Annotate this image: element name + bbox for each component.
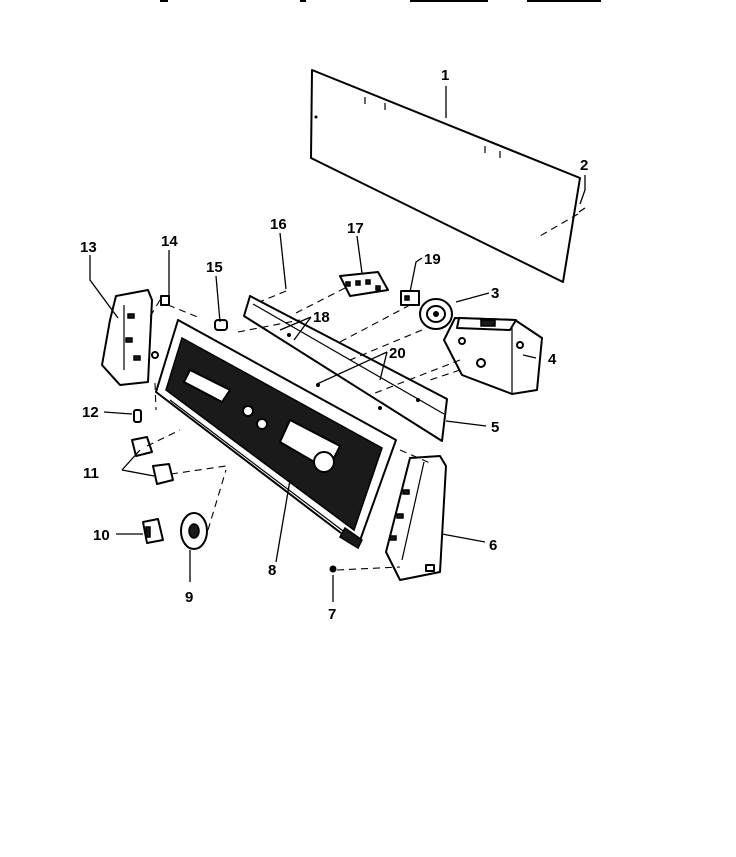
button-part-12	[133, 409, 142, 423]
control-panel	[155, 319, 397, 550]
callout-15: 15	[206, 259, 223, 276]
callout-16: 16	[270, 216, 287, 233]
callout-6: 6	[489, 537, 497, 554]
top-header-fragment	[160, 0, 601, 2]
switch-part-19	[400, 290, 420, 306]
callout-2: 2	[580, 157, 588, 174]
callout-labels: 1 2 3 4 5 6 7 8 9 10 11 12 13 14 15 16 1…	[80, 67, 588, 623]
callout-19: 19	[424, 251, 441, 268]
callout-11: 11	[83, 465, 99, 482]
screws-part-18	[237, 319, 301, 333]
callout-5: 5	[491, 419, 499, 436]
callout-7: 7	[328, 606, 336, 623]
screw-part-7	[329, 565, 401, 573]
leader-lines	[89, 86, 586, 602]
dial-knob	[180, 469, 227, 550]
callout-10: 10	[93, 527, 110, 544]
clip-part-15	[214, 319, 228, 331]
callout-18: 18	[313, 309, 330, 326]
knobs-part-11	[131, 429, 227, 485]
clip-part-14	[160, 295, 170, 306]
callout-8: 8	[268, 562, 276, 579]
screw-part-2	[539, 207, 586, 237]
rear-panel	[310, 69, 581, 283]
knob-part-10	[142, 518, 164, 544]
callout-13: 13	[80, 239, 97, 256]
callout-4: 4	[548, 351, 557, 368]
assembly-lines	[147, 287, 461, 464]
callout-17: 17	[347, 220, 364, 237]
left-end-cap	[101, 289, 159, 386]
selector-switch	[419, 298, 453, 330]
callout-3: 3	[491, 285, 499, 302]
callout-14: 14	[161, 233, 178, 250]
timer	[443, 317, 543, 395]
mounting-bracket	[243, 295, 448, 442]
callout-9: 9	[185, 589, 193, 606]
right-end-cap	[385, 455, 447, 581]
callout-12: 12	[82, 404, 99, 421]
callout-20: 20	[389, 345, 406, 362]
terminal-block	[339, 271, 389, 297]
callout-1: 1	[441, 67, 449, 84]
